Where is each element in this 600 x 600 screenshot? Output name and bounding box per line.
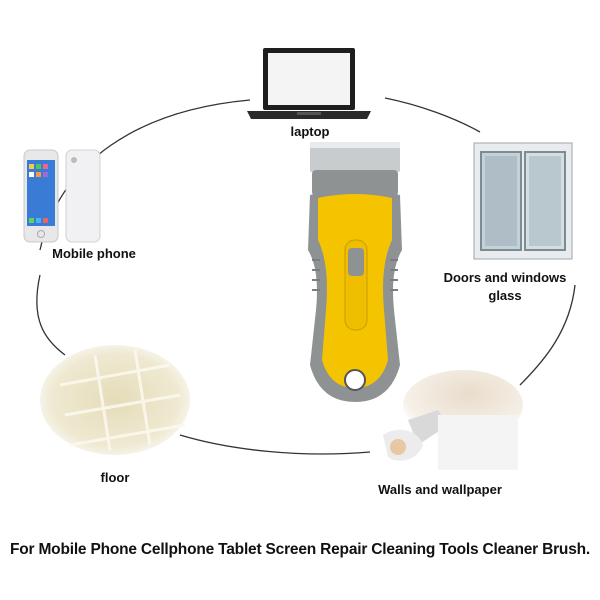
product-caption: For Mobile Phone Cellphone Tablet Screen…: [9, 541, 590, 558]
floor-label: floor: [100, 470, 130, 485]
doors-windows-label-line1: Doors and windows: [443, 270, 567, 285]
scraper-tool: [308, 142, 402, 402]
walls-label: Walls and wallpaper: [378, 482, 502, 497]
mobile-phone-label: Mobile phone: [52, 246, 136, 261]
doors-windows-label-line2: glass: [488, 288, 522, 303]
laptop-label: laptop: [290, 124, 330, 139]
mobile-phone-icon: [23, 149, 101, 243]
window-icon: [473, 142, 573, 260]
laptop-icon: [247, 48, 371, 119]
floor-tile-image: [40, 345, 190, 455]
wall-scraping-image: [383, 370, 523, 470]
